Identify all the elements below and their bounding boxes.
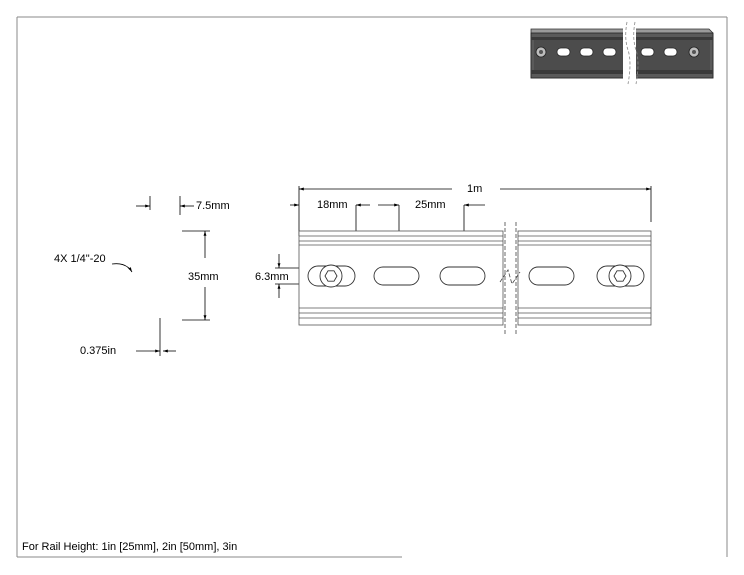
bolt-left: [307, 264, 356, 288]
break-lines: [499, 222, 521, 336]
dim-thread-callout: 4X 1/4"-20: [54, 253, 106, 265]
dim-25mm: 25mm: [415, 199, 446, 211]
dim-1m: 1m: [467, 183, 482, 195]
dim-35mm: 35mm: [188, 271, 219, 283]
bolt-right: [596, 264, 645, 288]
dim-18mm: 18mm: [317, 199, 348, 211]
rail-front-view: [275, 186, 652, 336]
dim-7-5mm: 7.5mm: [196, 200, 230, 212]
isometric-preview: [530, 21, 714, 85]
sheet-border: [16, 16, 728, 558]
slots: [373, 266, 575, 286]
rail-height-note: For Rail Height: 1in [25mm], 2in [50mm],…: [22, 541, 238, 553]
end-view: [111, 196, 210, 356]
dim-0-375in: 0.375in: [80, 345, 116, 357]
dim-6-3mm: 6.3mm: [255, 271, 289, 283]
